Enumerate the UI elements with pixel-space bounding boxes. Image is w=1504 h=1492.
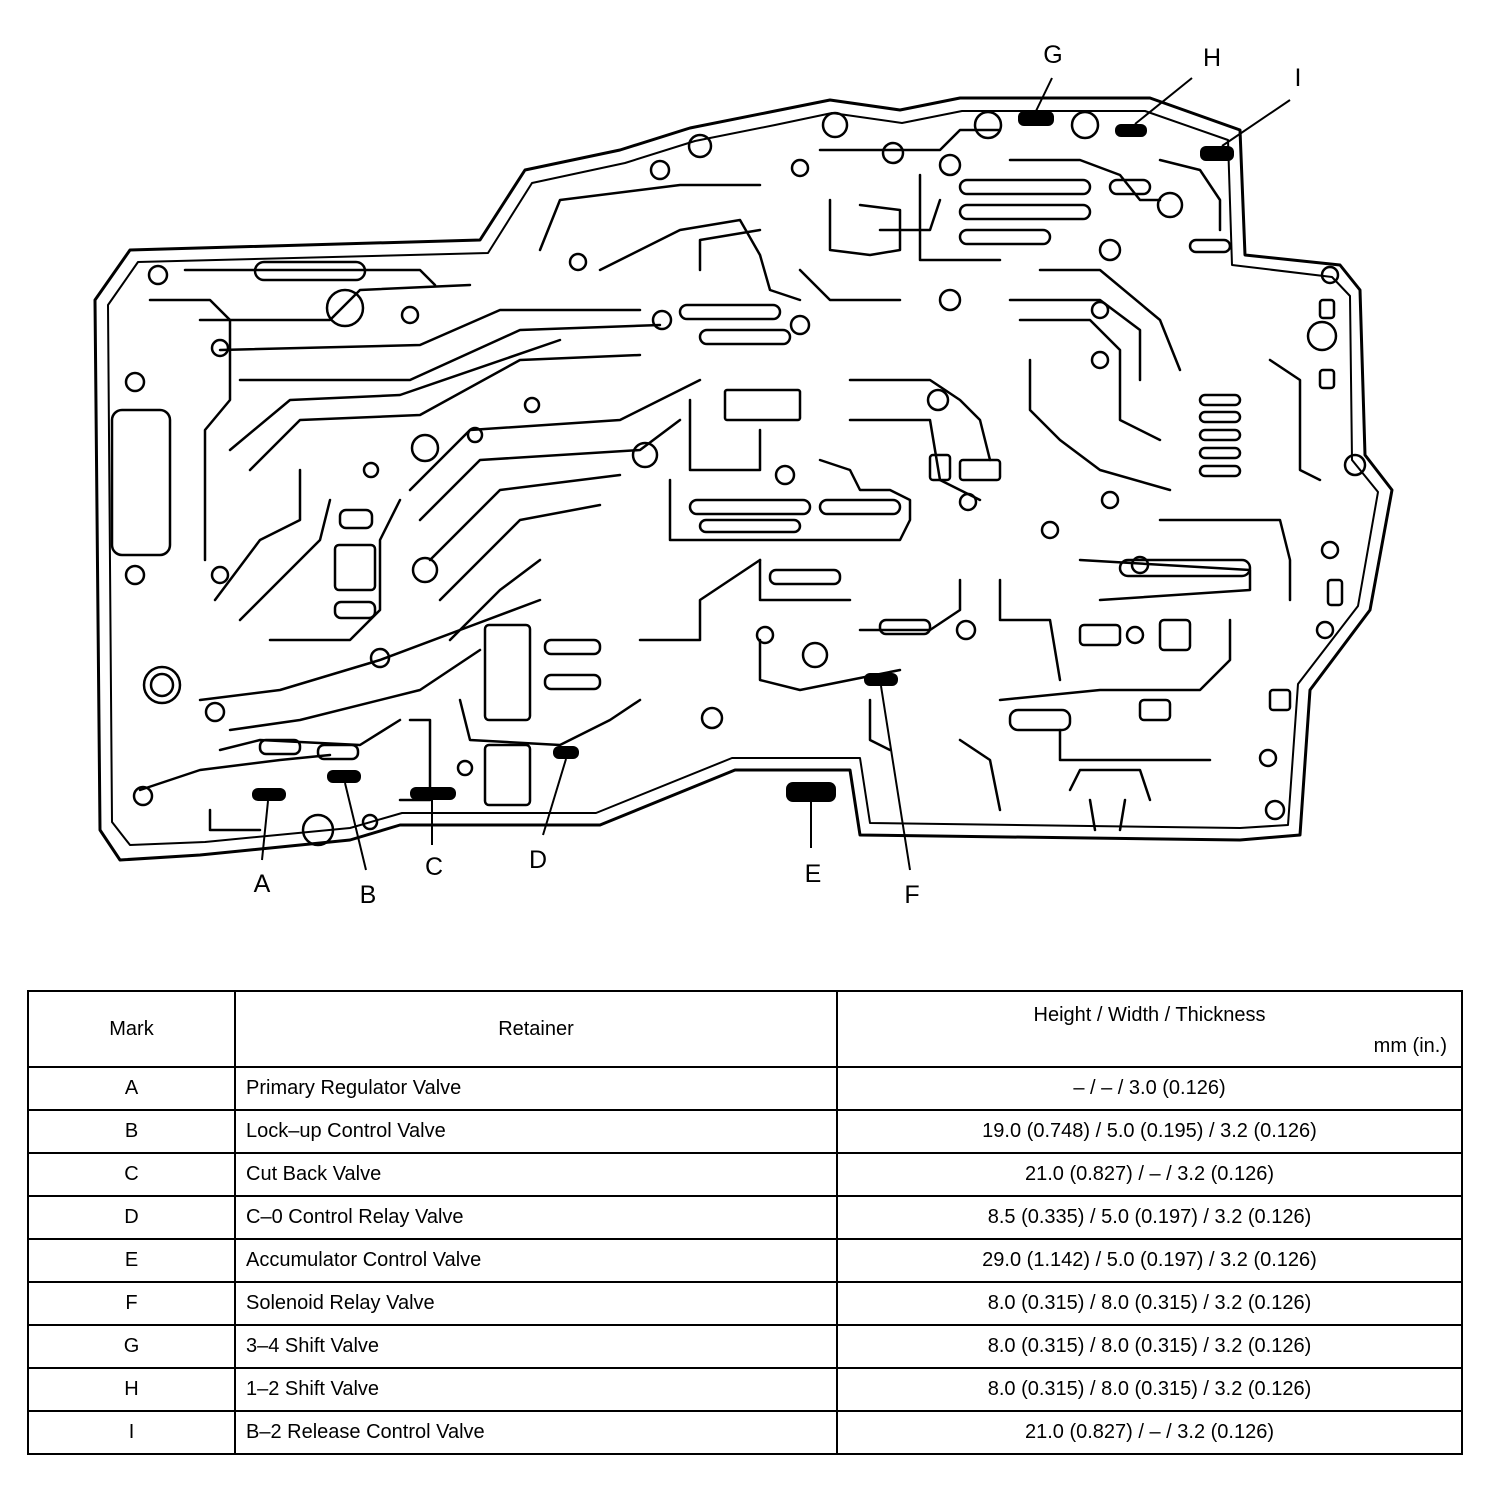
cell-retainer: Solenoid Relay Valve	[234, 1281, 838, 1326]
cell-mark: D	[27, 1195, 236, 1240]
fluid-passages	[110, 128, 1344, 832]
cell-mark: B	[27, 1109, 236, 1154]
cell-dimensions: 8.0 (0.315) / 8.0 (0.315) / 3.2 (0.126)	[836, 1281, 1463, 1326]
retainer-b	[327, 770, 361, 783]
cell-dimensions: 8.0 (0.315) / 8.0 (0.315) / 3.2 (0.126)	[836, 1367, 1463, 1412]
retainer-d	[553, 746, 579, 759]
cell-mark: C	[27, 1152, 236, 1197]
callout-label-h: H	[1203, 44, 1221, 72]
cell-dimensions: 21.0 (0.827) / – / 3.2 (0.126)	[836, 1152, 1463, 1197]
cell-mark: E	[27, 1238, 236, 1283]
header-retainer: Retainer	[234, 990, 838, 1068]
cell-retainer: 3–4 Shift Valve	[234, 1324, 838, 1369]
callout-label-b: B	[360, 881, 377, 909]
callout-labels: A B C D E F G H I	[254, 41, 1302, 909]
cell-mark: I	[27, 1410, 236, 1455]
retainer-e	[786, 782, 836, 802]
table-row: E Accumulator Control Valve 29.0 (1.142)…	[27, 1238, 1463, 1283]
retainer-c	[410, 787, 456, 800]
cell-dimensions: – / – / 3.0 (0.126)	[836, 1066, 1463, 1111]
table-row: H 1–2 Shift Valve 8.0 (0.315) / 8.0 (0.3…	[27, 1367, 1463, 1412]
callout-label-a: A	[254, 870, 271, 898]
cell-dimensions: 19.0 (0.748) / 5.0 (0.195) / 3.2 (0.126)	[836, 1109, 1463, 1154]
retainer-f	[864, 673, 898, 686]
callout-label-f: F	[904, 881, 919, 909]
table-row: B Lock–up Control Valve 19.0 (0.748) / 5…	[27, 1109, 1463, 1154]
cell-dimensions: 8.0 (0.315) / 8.0 (0.315) / 3.2 (0.126)	[836, 1324, 1463, 1369]
callout-label-g: G	[1043, 41, 1062, 69]
table-row: A Primary Regulator Valve – / – / 3.0 (0…	[27, 1066, 1463, 1111]
table-row: D C–0 Control Relay Valve 8.5 (0.335) / …	[27, 1195, 1463, 1240]
retainer-h	[1115, 124, 1147, 137]
cell-mark: H	[27, 1367, 236, 1412]
retainer-marks	[252, 111, 1234, 802]
cell-retainer: Accumulator Control Valve	[234, 1238, 838, 1283]
callout-label-e: E	[805, 860, 822, 888]
table-row: I B–2 Release Control Valve 21.0 (0.827)…	[27, 1410, 1463, 1455]
header-mark: Mark	[27, 990, 236, 1068]
cell-dimensions: 21.0 (0.827) / – / 3.2 (0.126)	[836, 1410, 1463, 1455]
table-header-row: Mark Retainer Height / Width / Thickness…	[27, 990, 1463, 1068]
table-row: G 3–4 Shift Valve 8.0 (0.315) / 8.0 (0.3…	[27, 1324, 1463, 1369]
leader-lines	[261, 77, 1291, 871]
retainer-spec-table: Mark Retainer Height / Width / Thickness…	[27, 990, 1463, 1455]
valve-body-outline	[93, 96, 1394, 862]
callout-label-i: I	[1295, 64, 1302, 92]
fluid-ports	[124, 110, 1367, 847]
cell-retainer: Lock–up Control Valve	[234, 1109, 838, 1154]
valve-body-diagram: A B C D E F G H I	[93, 41, 1394, 909]
header-unit-label: mm (in.)	[1373, 1035, 1447, 1057]
header-dimensions: Height / Width / Thickness mm (in.)	[836, 990, 1463, 1068]
table-row: F Solenoid Relay Valve 8.0 (0.315) / 8.0…	[27, 1281, 1463, 1326]
cell-retainer: Primary Regulator Valve	[234, 1066, 838, 1111]
table-row: C Cut Back Valve 21.0 (0.827) / – / 3.2 …	[27, 1152, 1463, 1197]
header-dimensions-label: Height / Width / Thickness	[1033, 1004, 1266, 1026]
cell-retainer: 1–2 Shift Valve	[234, 1367, 838, 1412]
callout-label-c: C	[425, 853, 443, 881]
cell-dimensions: 8.5 (0.335) / 5.0 (0.197) / 3.2 (0.126)	[836, 1195, 1463, 1240]
cell-dimensions: 29.0 (1.142) / 5.0 (0.197) / 3.2 (0.126)	[836, 1238, 1463, 1283]
cell-retainer: Cut Back Valve	[234, 1152, 838, 1197]
cell-mark: A	[27, 1066, 236, 1111]
cell-mark: G	[27, 1324, 236, 1369]
retainer-g	[1018, 111, 1054, 126]
cell-retainer: B–2 Release Control Valve	[234, 1410, 838, 1455]
cell-retainer: C–0 Control Relay Valve	[234, 1195, 838, 1240]
retainer-a	[252, 788, 286, 801]
callout-label-d: D	[529, 846, 547, 874]
retainer-i	[1200, 146, 1234, 161]
cell-mark: F	[27, 1281, 236, 1326]
